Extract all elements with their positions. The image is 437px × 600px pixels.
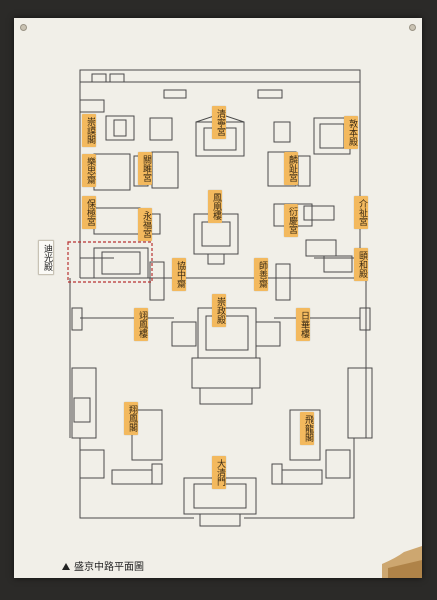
plan-caption: 盛京中路平面圖 [62, 558, 144, 573]
diguang-highlight [67, 241, 153, 283]
pin-top-left [20, 24, 27, 31]
label-yongfu-gong: 永福宮 [138, 208, 152, 241]
label-qianning-gong: 清寧宮 [212, 106, 226, 139]
roof-silhouette-icon [382, 546, 422, 578]
label-dunben-dian: 敦本殿 [344, 116, 358, 149]
label-yihe-dian: 頤和殿 [354, 248, 368, 281]
label-baoji-gong: 保極宮 [82, 196, 96, 229]
label-yanqing-gong: 衍慶宮 [284, 204, 298, 237]
label-shishan-zhai: 師善齋 [254, 258, 268, 291]
label-rihua-lou: 日華樓 [296, 308, 310, 341]
label-feilong-ge: 飛龍閣 [300, 412, 314, 445]
display-board: 崇謨閣 樂思齋 保極宮 迪光殿 清寧宮 關雎宮 永福宮 鳳凰樓 麟趾宮 衍慶宮 … [14, 18, 422, 578]
label-chongmo-ge: 崇謨閣 [82, 114, 96, 147]
label-chongzheng-dian: 崇政殿 [212, 294, 226, 327]
label-xiezhong-zhai: 協中齋 [172, 258, 186, 291]
label-yiling-lou: 翊鳳樓 [134, 308, 148, 341]
label-fenghuang-lou: 鳳凰樓 [208, 190, 222, 223]
floor-plan [67, 69, 373, 527]
label-linzhi-gong: 麟趾宮 [284, 152, 298, 185]
label-jieshi-gong: 介祉宮 [354, 196, 368, 229]
pin-top-right [409, 24, 416, 31]
label-yuesi-zhai: 樂思齋 [82, 154, 96, 187]
label-xiangfeng-ge: 翔鳳閣 [124, 402, 138, 435]
triangle-icon [62, 563, 70, 570]
label-diguang-dian: 迪光殿 [38, 240, 54, 275]
label-guanju-gong: 關雎宮 [138, 152, 152, 185]
label-daqing-men: 大清門 [212, 456, 226, 489]
